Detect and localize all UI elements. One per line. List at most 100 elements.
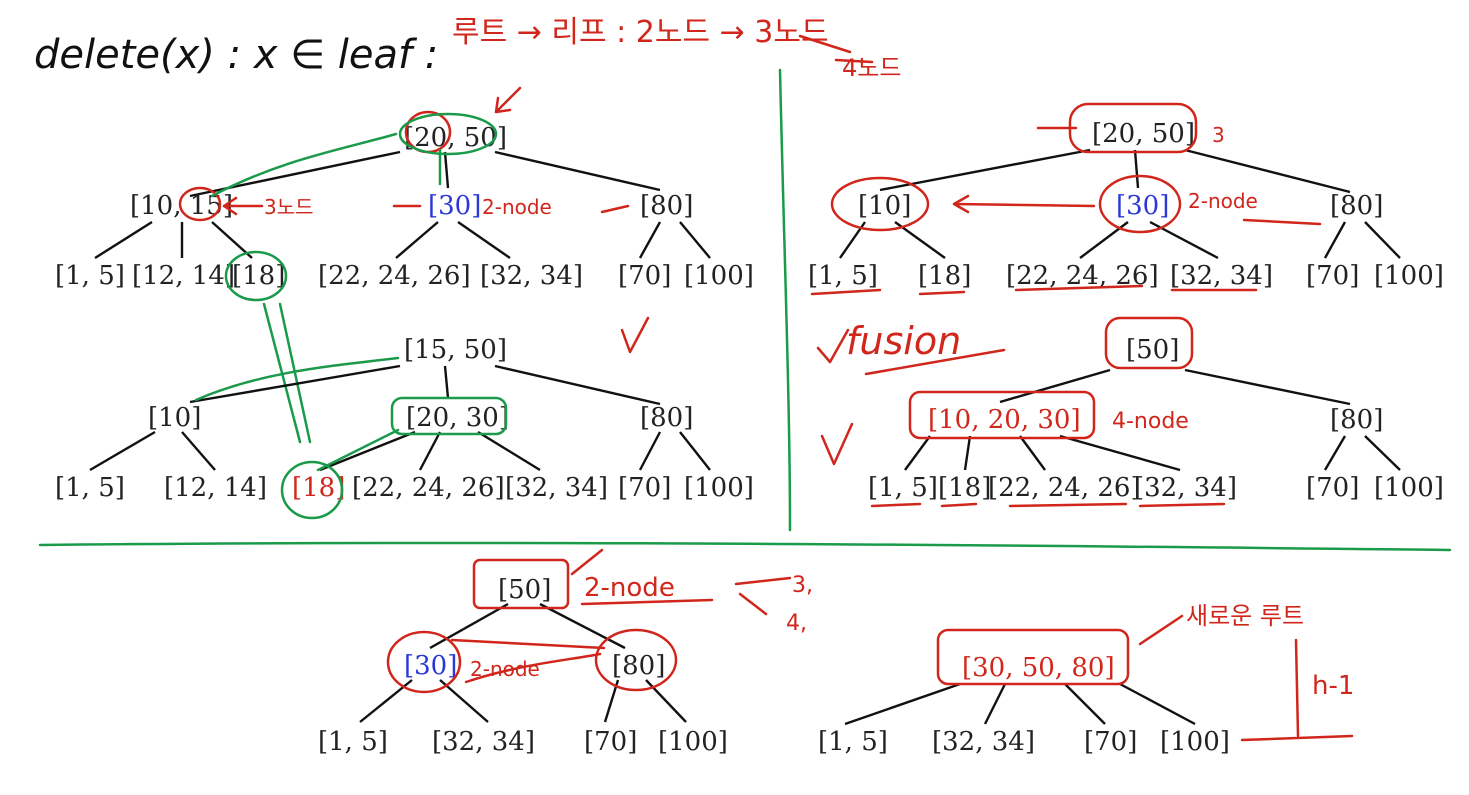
vertical-divider bbox=[778, 68, 792, 532]
red-box-fused bbox=[908, 390, 1096, 440]
circle-30 bbox=[1098, 174, 1182, 234]
note-height: h-1 bbox=[1312, 671, 1354, 701]
node-right: [80] bbox=[640, 191, 693, 221]
leaf-4: [32, 34] bbox=[1170, 261, 1273, 291]
green-arrow-up bbox=[194, 356, 400, 402]
note-fusion: fusion bbox=[846, 319, 961, 363]
note-3: 3, bbox=[792, 573, 813, 598]
leaf-2: [18] bbox=[938, 473, 991, 503]
checkmark-2 bbox=[820, 422, 854, 466]
arrow-30-to-10 bbox=[952, 194, 1096, 214]
leaf-3: [18] bbox=[232, 261, 285, 291]
green-link-18 bbox=[316, 428, 400, 472]
leaf-4: [22, 24, 26] bbox=[318, 261, 471, 291]
leaf-2: [32, 34] bbox=[932, 727, 1035, 757]
tree-top-left-before: [20, 50] [10, 15] [30] [80] [1, 5] [12, … bbox=[55, 86, 754, 444]
note-4node: 4-node bbox=[1112, 409, 1189, 434]
note-4: 4, bbox=[786, 611, 807, 636]
underlines-after bbox=[870, 502, 1226, 508]
header-title: delete(x) : x ∈ leaf : bbox=[34, 32, 438, 78]
red-box-50 bbox=[472, 558, 570, 610]
circle-10 bbox=[830, 176, 930, 232]
node-left: [10] bbox=[148, 403, 201, 433]
node-right: [80] bbox=[640, 403, 693, 433]
leaf-2: [32, 34] bbox=[432, 727, 535, 757]
leaf-4: [22, 24, 26] bbox=[352, 473, 505, 503]
arrow-root bbox=[494, 86, 522, 114]
leaf-4: [100] bbox=[658, 727, 728, 757]
circle-80 bbox=[594, 628, 678, 692]
note-2node-left: 2-node bbox=[470, 657, 540, 681]
arrow-50 bbox=[570, 548, 604, 576]
horizontal-divider bbox=[38, 541, 1452, 552]
circle-30 bbox=[386, 630, 462, 694]
header-rule-alt: 4노드 bbox=[842, 54, 901, 82]
leaf-1: [1, 5] bbox=[868, 473, 938, 503]
leaf-2: [18] bbox=[918, 261, 971, 291]
node-left: [10] bbox=[858, 191, 911, 221]
tree-bottom-left: [50] [30] [80] [1, 5] [32, 34] [70] [100… bbox=[318, 548, 813, 757]
note-3node: 3노드 bbox=[264, 195, 314, 219]
leaf-2: [12, 14] bbox=[132, 261, 235, 291]
underlines bbox=[810, 284, 1258, 296]
tree-bottom-right: [30, 50, 80] [1, 5] [32, 34] [70] [100] … bbox=[818, 602, 1354, 757]
node-fused: [10, 20, 30] bbox=[928, 405, 1081, 435]
leaf-1: [1, 5] bbox=[818, 727, 888, 757]
node-middle: [30] bbox=[428, 191, 481, 221]
node-right: [80] bbox=[1330, 191, 1383, 221]
green-arrow-rotate bbox=[210, 132, 398, 198]
leaf-6: [100] bbox=[1374, 261, 1444, 291]
leaf-3: [18] bbox=[292, 473, 345, 503]
arrows-30-80 bbox=[450, 638, 606, 684]
arrow-80 bbox=[600, 204, 630, 214]
node-root: [50] bbox=[498, 575, 551, 605]
arrow-3node bbox=[222, 196, 264, 216]
leaf-4: [32, 34] bbox=[1134, 473, 1237, 503]
leaf-4: [100] bbox=[1160, 727, 1230, 757]
leaf-3: [70] bbox=[1084, 727, 1137, 757]
tree-top-right-before: [20, 50] [10] [30] [80] [1, 5] [18] [22,… bbox=[808, 102, 1444, 296]
node-left: [30] bbox=[404, 651, 457, 681]
green-box-root bbox=[398, 112, 498, 156]
node-middle: [30] bbox=[1116, 191, 1169, 221]
leaf-5: [32, 34] bbox=[480, 261, 583, 291]
header-branch-arrow bbox=[798, 34, 874, 64]
leaf-1: [1, 5] bbox=[55, 261, 125, 291]
leaf-3: [70] bbox=[584, 727, 637, 757]
root-notes-strokes bbox=[580, 576, 792, 616]
leaf-7: [100] bbox=[684, 473, 754, 503]
leaf-5: [70] bbox=[1306, 473, 1359, 503]
leaf-1: [1, 5] bbox=[55, 473, 125, 503]
fusion-check-underline bbox=[816, 328, 1006, 376]
leaf-5: [32, 34] bbox=[505, 473, 608, 503]
node-middle: [20, 30] bbox=[406, 403, 509, 433]
leaf-3: [22, 24, 26] bbox=[988, 473, 1141, 503]
arrow-new-root bbox=[1138, 614, 1184, 646]
arrow-to-80 bbox=[1242, 218, 1322, 226]
leaf-5: [70] bbox=[1306, 261, 1359, 291]
leaf-6: [70] bbox=[618, 261, 671, 291]
green-box-2030 bbox=[390, 396, 508, 436]
node-right: [80] bbox=[1330, 405, 1383, 435]
leaf-2: [12, 14] bbox=[164, 473, 267, 503]
circle-15 bbox=[178, 186, 222, 222]
note-3: 3 bbox=[1212, 123, 1225, 147]
header-rule: 루트 → 리프 : 2노드 → 3노드 bbox=[452, 15, 829, 50]
note-2node-root: 2-node bbox=[584, 573, 675, 603]
node-root: [15, 50] bbox=[404, 335, 507, 365]
checkmark-1 bbox=[620, 316, 650, 354]
leaf-1: [1, 5] bbox=[808, 261, 878, 291]
tree-top-left-after: [15, 50] [10] [20, 30] [80] [1, 5] [12, … bbox=[55, 316, 754, 520]
note-2node: 2-node bbox=[482, 195, 552, 219]
height-bracket bbox=[1240, 638, 1354, 742]
leaf-7: [100] bbox=[684, 261, 754, 291]
node-right: [80] bbox=[612, 651, 665, 681]
tree-top-right-after: [50] [10, 20, 30] [80] [1, 5] [18] [22, … bbox=[816, 316, 1444, 508]
leaf-1: [1, 5] bbox=[318, 727, 388, 757]
node-new-root: [30, 50, 80] bbox=[962, 653, 1115, 683]
red-box-50 bbox=[1104, 316, 1194, 370]
circle-18 bbox=[224, 250, 288, 302]
red-box-new-root bbox=[936, 628, 1130, 686]
